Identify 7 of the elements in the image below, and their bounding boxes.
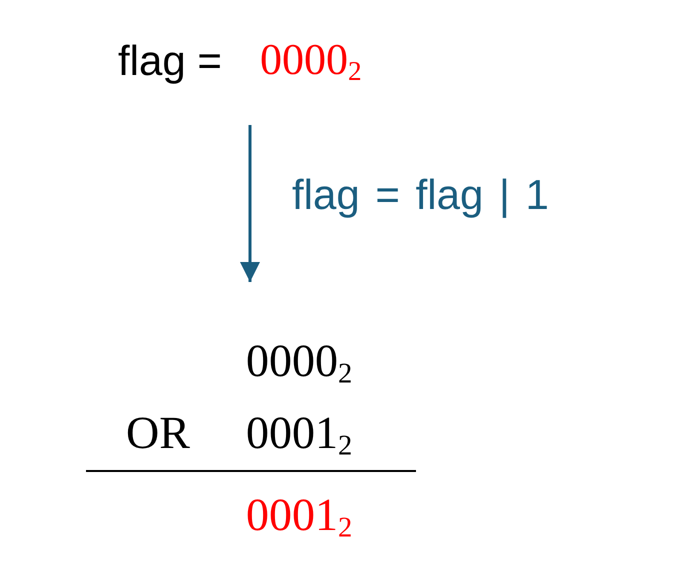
operator-text: OR bbox=[126, 410, 190, 456]
binary-number: 0000$_{2}$ bbox=[260, 38, 362, 82]
binary-number: 0000$_{2}$ bbox=[246, 338, 352, 384]
variable-assignment: flag = bbox=[118, 40, 222, 82]
binary-number: 0001$_{2}$ bbox=[246, 410, 352, 456]
result-number: 0001$_{2}$ bbox=[246, 492, 352, 538]
arrow bbox=[240, 125, 260, 282]
